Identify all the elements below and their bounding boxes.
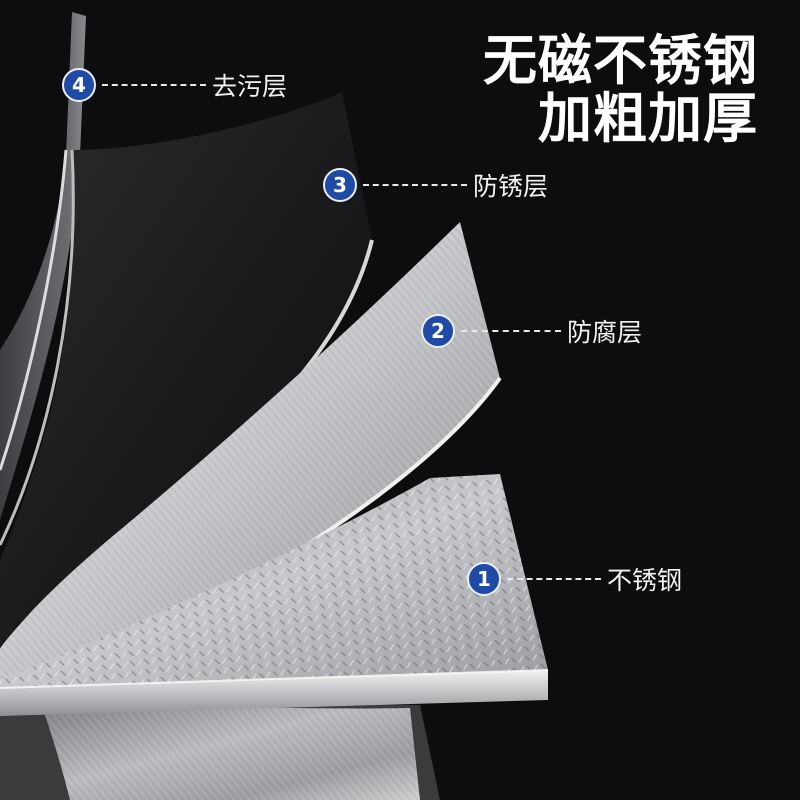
leader-line [461,330,561,332]
layer-label: 防锈层 [473,172,549,201]
headline-line-1: 无磁不锈钢 [483,29,758,92]
number-badge: 2 [421,314,455,348]
layer-label: 去污层 [212,72,288,101]
number-badge: 4 [62,68,96,102]
layer-label: 防腐层 [567,318,643,347]
layer-1-plate-edge [0,670,548,716]
leader-line [102,84,206,86]
headline-line-2: 加粗加厚 [538,87,758,150]
layer-label: 不锈钢 [607,566,683,595]
layer-3-sheet [0,92,372,650]
number-badge: 3 [323,168,357,202]
callout-layer-1: 1 不锈钢 [467,561,682,597]
callout-layer-2: 2 防腐层 [421,313,642,349]
callout-layer-3: 3 防锈层 [323,167,548,203]
callout-layer-4: 4 去污层 [62,67,287,103]
number-badge: 1 [467,562,501,596]
leader-line [363,184,467,186]
leader-line [507,578,601,580]
